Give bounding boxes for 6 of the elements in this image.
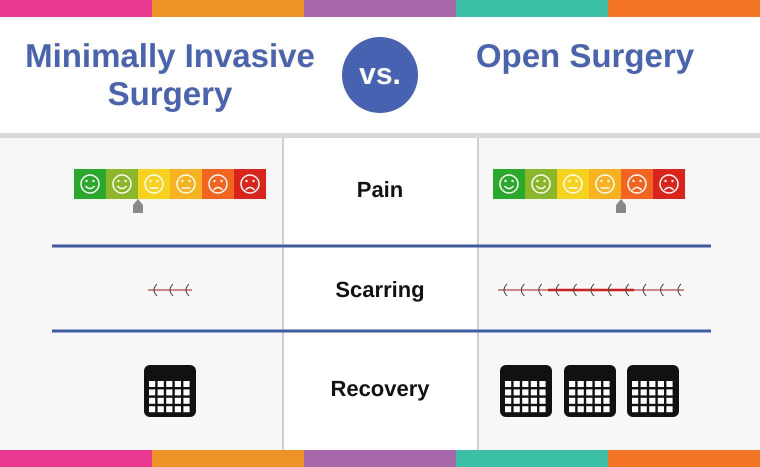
row-label: Recovery bbox=[329, 376, 431, 402]
vs-circle: vs. bbox=[342, 37, 418, 113]
column-heading: Minimally Invasive Surgery bbox=[24, 37, 316, 113]
column-heading: Open Surgery bbox=[474, 37, 696, 75]
row-label: Scarring bbox=[334, 277, 426, 303]
row-label: Pain bbox=[356, 177, 404, 203]
